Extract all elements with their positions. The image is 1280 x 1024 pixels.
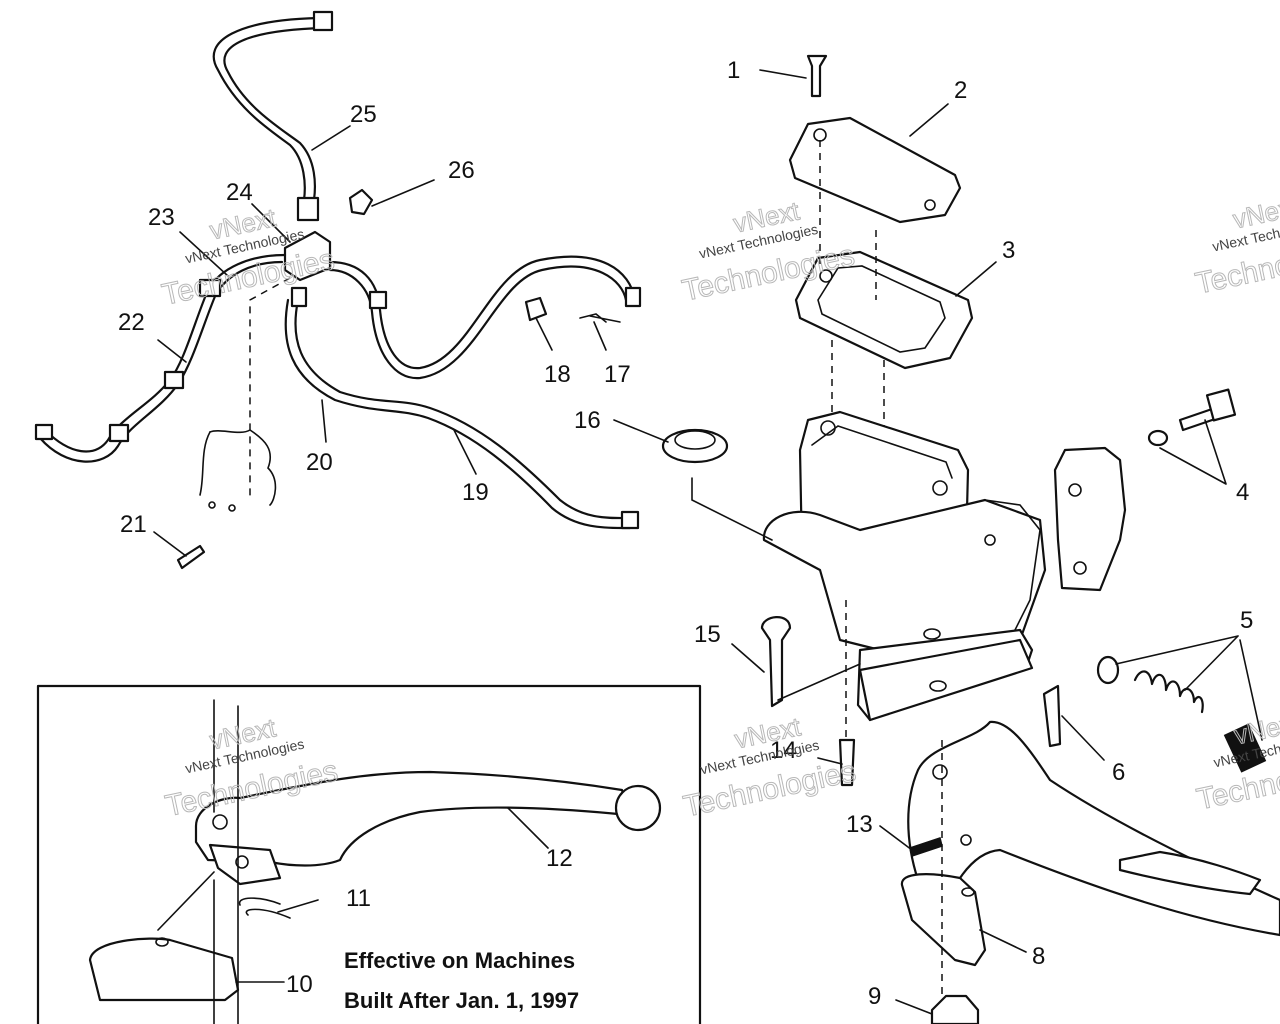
callout-14: 14 <box>770 737 797 764</box>
callout-2: 2 <box>954 77 967 104</box>
callout-labels: 1 2 3 4 5 6 8 9 10 11 12 13 14 15 16 17 … <box>118 57 1253 1010</box>
callout-13: 13 <box>846 811 873 838</box>
master-cylinder-assembly <box>661 54 1280 1024</box>
screw-1 <box>806 54 828 98</box>
callout-3: 3 <box>1002 237 1015 264</box>
watermark-mid-center: vNext vNext Technologies Technologies <box>680 711 859 824</box>
callout-4: 4 <box>1236 479 1249 506</box>
callout-21: 21 <box>120 511 147 538</box>
callout-24: 24 <box>226 179 253 206</box>
junction-block <box>283 230 332 282</box>
callout-6: 6 <box>1112 759 1125 786</box>
boot-16 <box>661 428 729 464</box>
callout-19: 19 <box>462 479 489 506</box>
reservoir-cover <box>788 116 962 224</box>
screw-21 <box>176 544 206 570</box>
handlebar-clamp <box>1053 446 1127 592</box>
pad-8 <box>900 873 987 967</box>
inset-panel <box>36 684 702 1024</box>
callout-10: 10 <box>286 971 313 998</box>
callout-11: 11 <box>346 885 371 912</box>
inset-note-line-1: Effective on Machines <box>344 948 575 973</box>
gasket-diaphragm <box>794 250 974 370</box>
fitting-26 <box>348 188 374 216</box>
watermark-top-right: vNext vNext Technologies Technologies <box>1192 191 1280 301</box>
callout-15: 15 <box>694 621 721 648</box>
nut-9 <box>930 994 980 1024</box>
callout-22: 22 <box>118 309 145 336</box>
callout-16: 16 <box>574 407 601 434</box>
pin-6 <box>1042 684 1062 748</box>
inset-note: Effective on Machines Built After Jan. 1… <box>344 948 579 1013</box>
fitting-top <box>312 10 334 32</box>
callout-26: 26 <box>448 157 475 184</box>
callout-12: 12 <box>546 845 573 872</box>
callout-25: 25 <box>350 101 377 128</box>
callout-20: 20 <box>306 449 333 476</box>
callout-9: 9 <box>868 983 881 1010</box>
callout-23: 23 <box>148 204 175 231</box>
callout-18: 18 <box>544 361 571 388</box>
callout-17: 17 <box>604 361 631 388</box>
callout-1: 1 <box>727 57 740 84</box>
callout-8: 8 <box>1032 943 1045 970</box>
screw-14 <box>838 738 856 787</box>
inset-note-line-2: Built After Jan. 1, 1997 <box>344 988 579 1013</box>
washer-5 <box>1096 655 1120 685</box>
pad-10 <box>88 937 240 1002</box>
watermark-mid-right: vNext vNext Technologies Technologies <box>1193 707 1280 817</box>
bolt-15 <box>760 616 792 708</box>
leader-lines <box>153 69 1263 1015</box>
callout-5: 5 <box>1240 607 1253 634</box>
brake-line-assembly <box>34 10 642 570</box>
clip-18 <box>524 296 548 322</box>
